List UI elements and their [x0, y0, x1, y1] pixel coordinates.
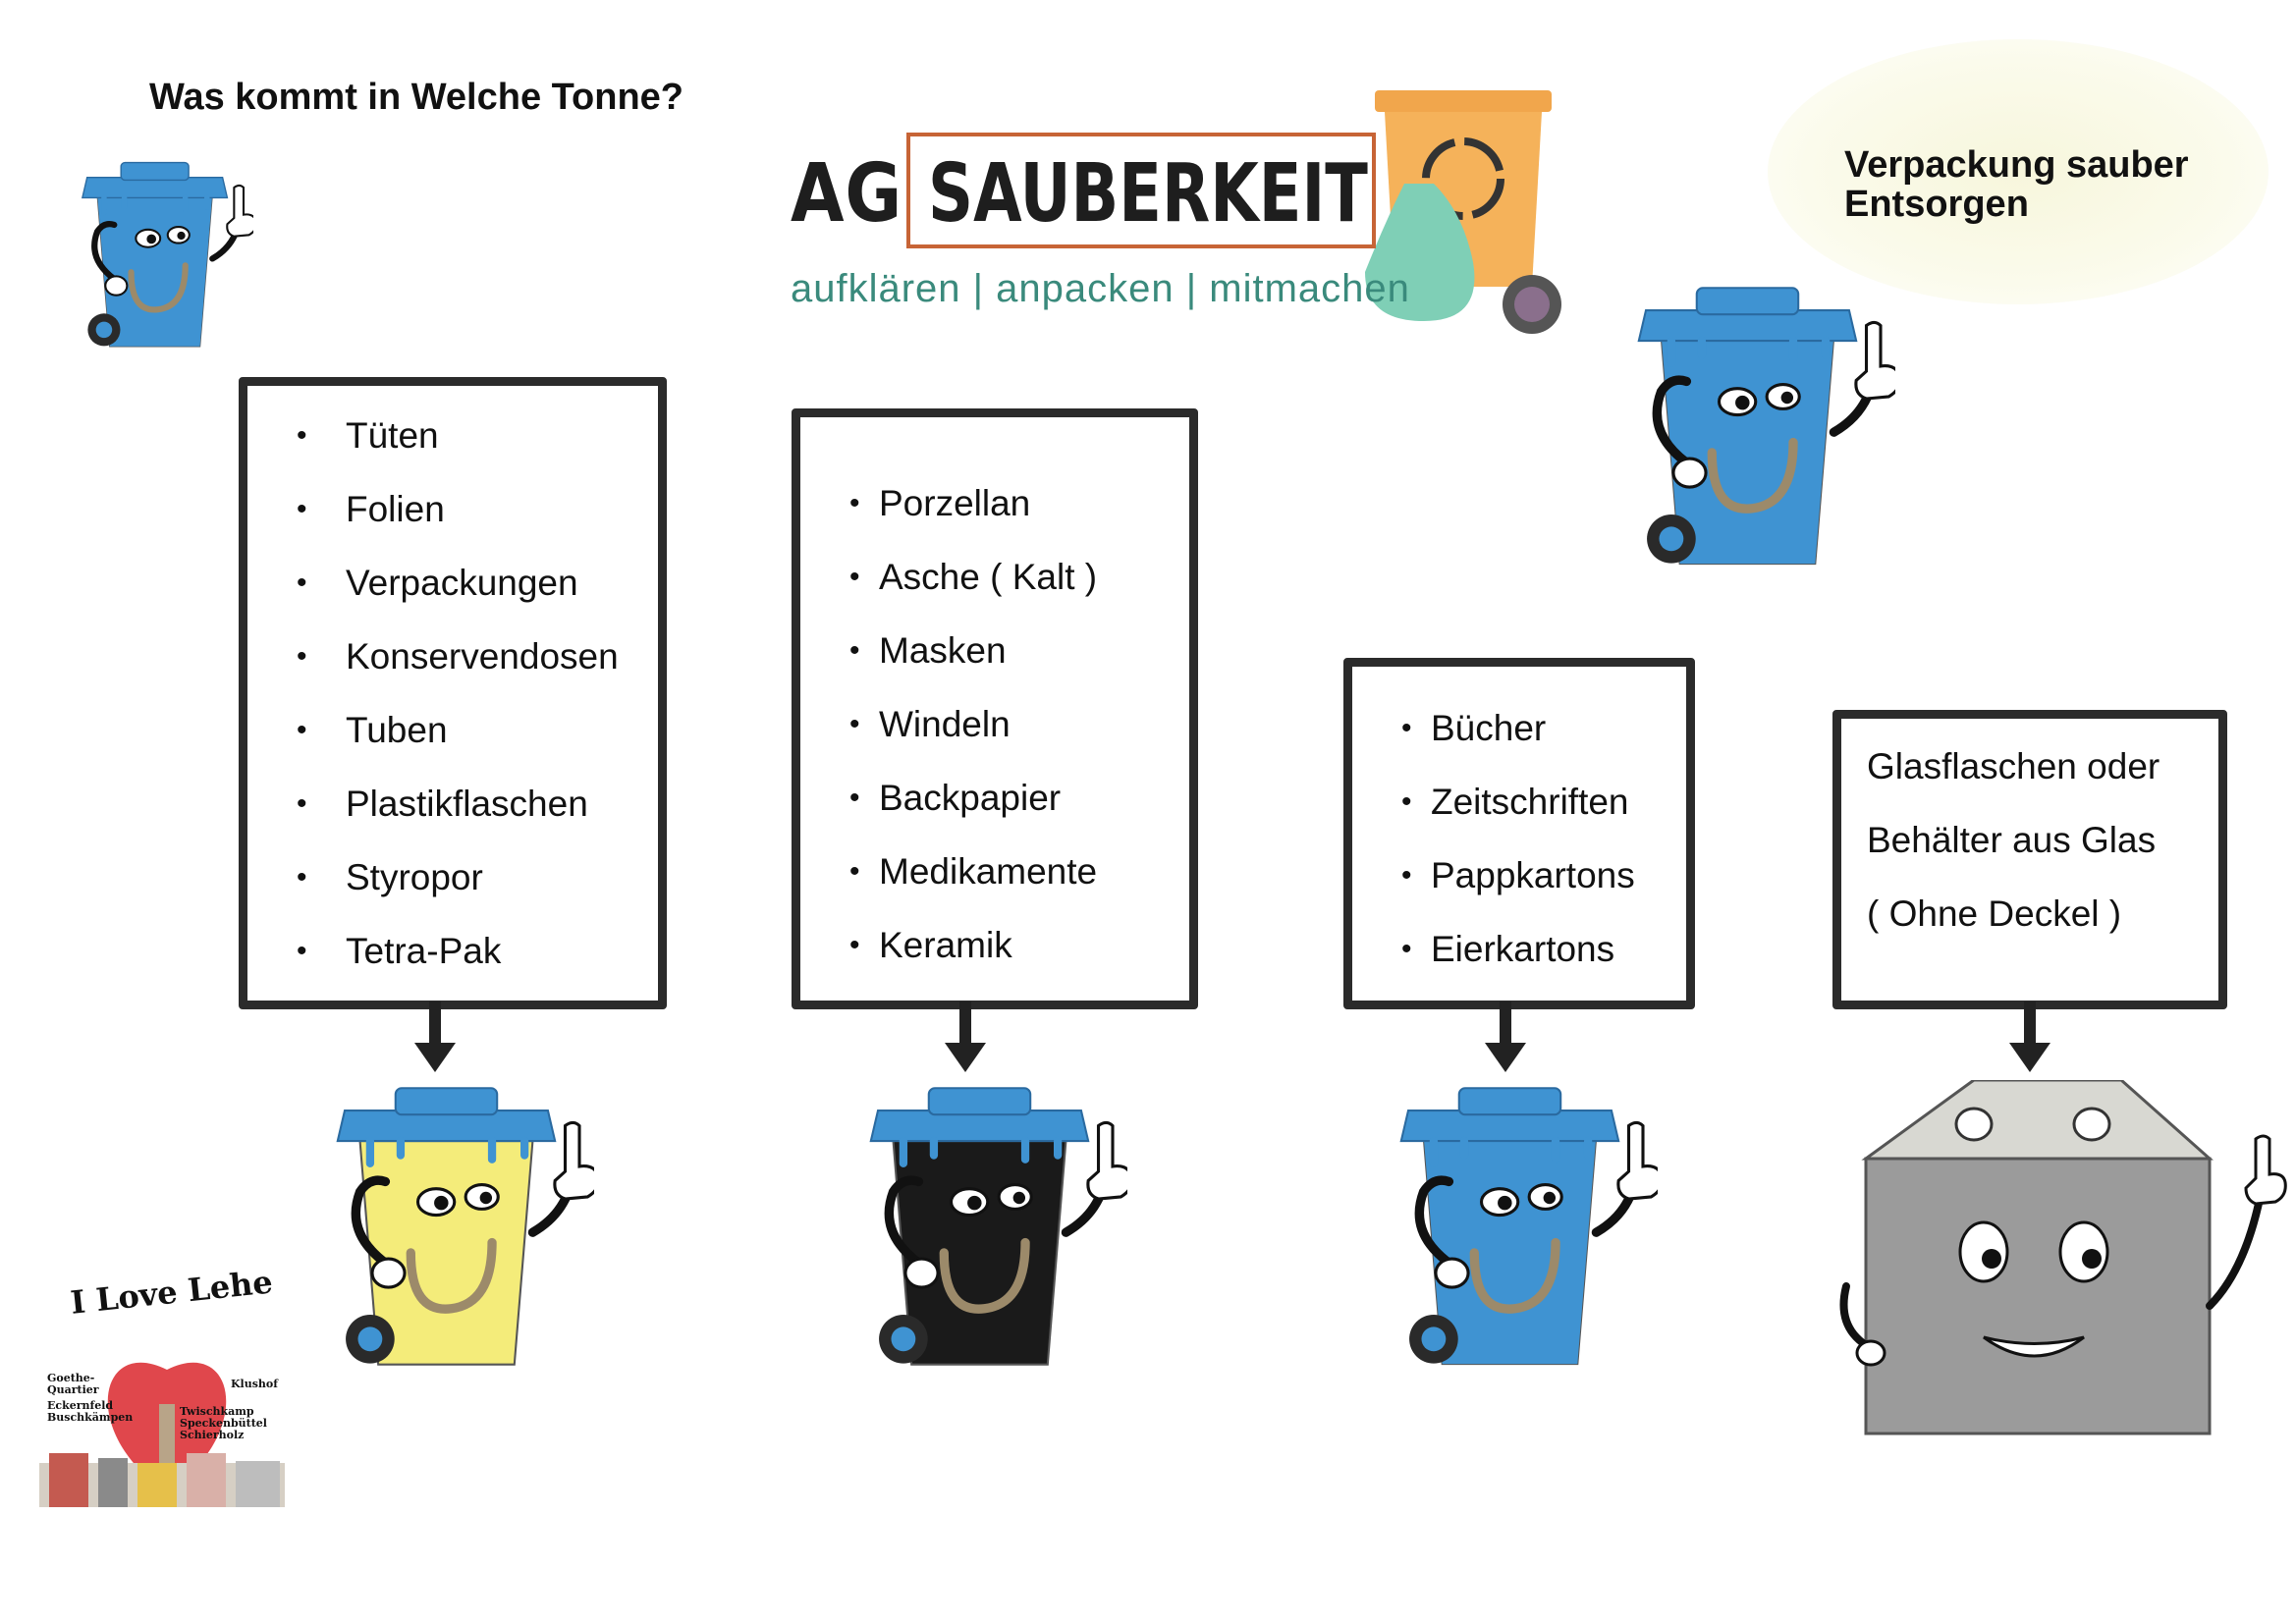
glass-text: Glasflaschen oder Behälter aus Glas ( Oh… [1841, 719, 2218, 965]
lehe-districts-left: Goethe- Quartier Eckernfeld Buschkämpen [47, 1372, 134, 1424]
glass-line: Behälter aus Glas [1867, 820, 2157, 860]
glass-line: ( Ohne Deckel ) [1867, 893, 2122, 934]
yellow-bin-list: Tüten Folien Verpackungen Konservendosen… [247, 386, 658, 1002]
logo-frame [906, 133, 1376, 248]
black-bin-mascot [862, 1080, 1134, 1380]
list-item: Eierkartons [1352, 927, 1686, 1001]
list-item: Bücher [1352, 706, 1686, 780]
list-item: Zeitschriften [1352, 780, 1686, 853]
blue-bin-mascot-large [1630, 280, 1902, 579]
glass-container-mascot [1827, 1078, 2288, 1448]
speech-bubble-text: Verpackung sauber Entsorgen [1844, 144, 2189, 225]
blue-bin-list-box: Bücher Zeitschriften Pappkartons Eierkar… [1343, 658, 1695, 1009]
list-item: Keramik [800, 923, 1189, 997]
page-heading: Was kommt in Welche Tonne? [149, 77, 684, 118]
list-item: Konservendosen [247, 634, 658, 708]
logo-prefix: AG [791, 147, 903, 241]
black-bin-list: Porzellan Asche ( Kalt ) Masken Windeln … [800, 417, 1189, 997]
list-item: Backpapier [800, 776, 1189, 849]
list-item: Asche ( Kalt ) [800, 555, 1189, 628]
list-item: Medikamente [800, 849, 1189, 923]
arrow-down-icon [945, 1001, 986, 1072]
bin-logo-icon [1365, 90, 1581, 341]
list-item: Masken [800, 628, 1189, 702]
blue-bin-list: Bücher Zeitschriften Pappkartons Eierkar… [1352, 667, 1686, 1001]
blue-bin-mascot [1393, 1080, 1665, 1380]
list-item: Plastikflaschen [247, 782, 658, 855]
blue-bin-mascot-small [77, 157, 258, 358]
glass-list-box: Glasflaschen oder Behälter aus Glas ( Oh… [1832, 710, 2227, 1009]
arrow-down-icon [2009, 1001, 2050, 1072]
list-item: Verpackungen [247, 561, 658, 634]
list-item: Styropor [247, 855, 658, 929]
list-item: Folien [247, 487, 658, 561]
arrow-down-icon [414, 1001, 456, 1072]
lehe-districts-right: Klushof Twischkamp Speckenbüttel Schierh… [180, 1378, 278, 1441]
list-item: Tetra-Pak [247, 929, 658, 1002]
yellow-bin-list-box: Tüten Folien Verpackungen Konservendosen… [239, 377, 667, 1009]
speech-bubble [1768, 39, 2269, 304]
glass-line: Glasflaschen oder [1867, 746, 2160, 786]
list-item: Tüten [247, 413, 658, 487]
arrow-down-icon [1485, 1001, 1526, 1072]
yellow-bin-mascot [329, 1080, 601, 1380]
logo-tagline: aufklären | anpacken | mitmachen [791, 267, 1410, 310]
list-item: Porzellan [800, 481, 1189, 555]
black-bin-list-box: Porzellan Asche ( Kalt ) Masken Windeln … [792, 408, 1198, 1009]
lehe-logo-title: I Love Lehe [69, 1263, 275, 1322]
logo-name: SAUBERKEIT [928, 147, 1368, 241]
list-item: Pappkartons [1352, 853, 1686, 927]
list-item: Tuben [247, 708, 658, 782]
heart-icon [39, 1316, 295, 1517]
list-item: Windeln [800, 702, 1189, 776]
